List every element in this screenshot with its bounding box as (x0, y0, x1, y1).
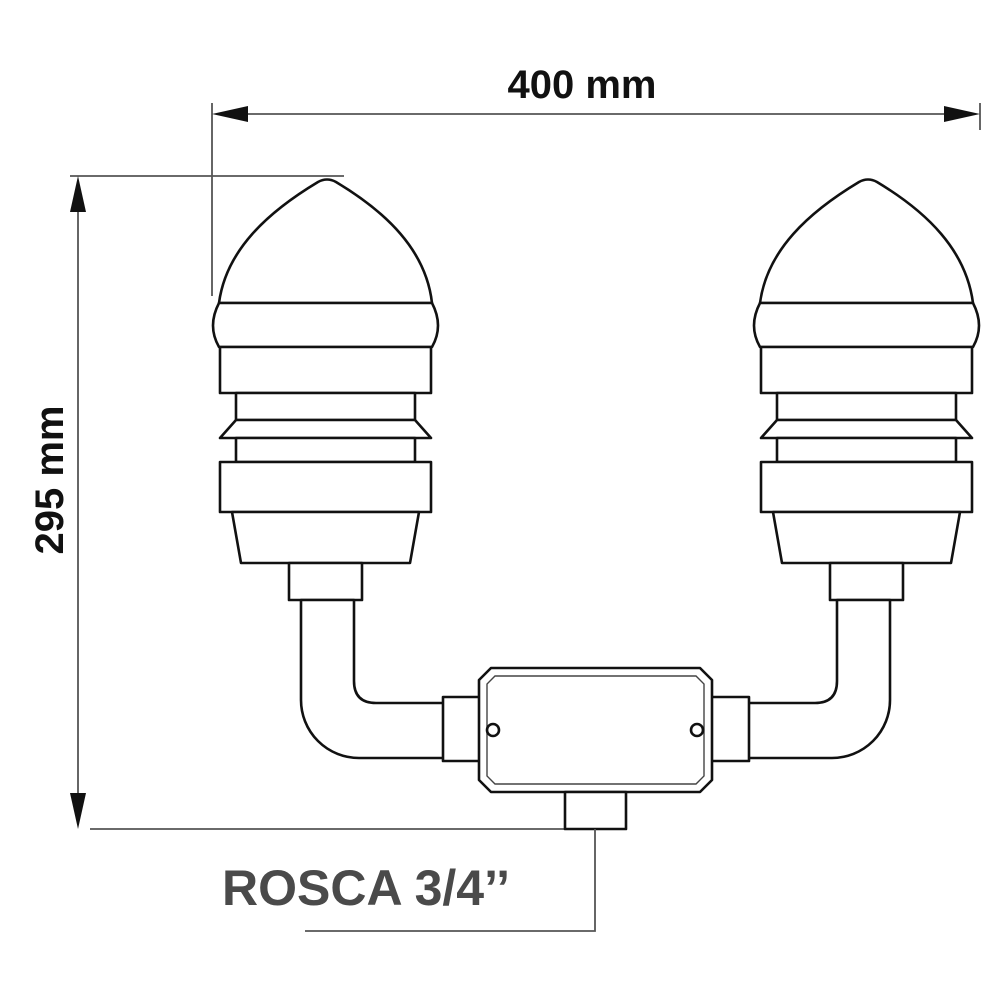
right-fin (759, 418, 974, 440)
junction-box-left-hub (441, 695, 485, 763)
right-lamp-head (752, 178, 981, 602)
junction-box-screw-right (689, 722, 705, 738)
width-label: 400 mm (508, 63, 657, 107)
thread-callout: ROSCA 3/4’’ (222, 829, 596, 932)
height-dimension: 295 mm (28, 175, 566, 830)
width-arrow-right (944, 106, 980, 122)
height-arrow-top (70, 176, 86, 212)
left-elbow-pipe (299, 598, 446, 760)
right-ring-upper (759, 345, 974, 395)
left-lamp-head (211, 178, 440, 602)
left-stem-collar (287, 561, 364, 602)
width-dimension: 400 mm (211, 63, 981, 296)
right-neck-upper (775, 391, 958, 422)
right-neck-lower (775, 436, 958, 464)
thread-label: ROSCA 3/4’’ (222, 860, 510, 916)
junction-box-right-hub (707, 695, 751, 763)
height-label: 295 mm (28, 406, 72, 555)
height-arrow-bottom (70, 793, 86, 829)
left-ring-lower (218, 460, 433, 514)
width-arrow-left (212, 106, 248, 122)
right-elbow-pipe (746, 598, 892, 760)
right-band-rounded (752, 301, 981, 349)
left-base-cone (230, 510, 421, 565)
right-base-cone (771, 510, 962, 565)
thread-leader-line (305, 829, 596, 932)
left-fin (218, 418, 433, 440)
right-ring-lower (759, 460, 974, 514)
right-dome-cap (758, 178, 975, 305)
left-ring-upper (218, 345, 433, 395)
junction-box-inner-rim (486, 675, 705, 785)
junction-box-body (477, 666, 714, 794)
junction-box-screw-left (485, 722, 501, 738)
right-stem-collar (828, 561, 905, 602)
left-neck-lower (234, 436, 417, 464)
left-neck-upper (234, 391, 417, 422)
junction-box (441, 666, 751, 831)
left-band-rounded (211, 301, 440, 349)
threaded-connector (563, 790, 628, 831)
left-dome-cap (217, 178, 434, 305)
